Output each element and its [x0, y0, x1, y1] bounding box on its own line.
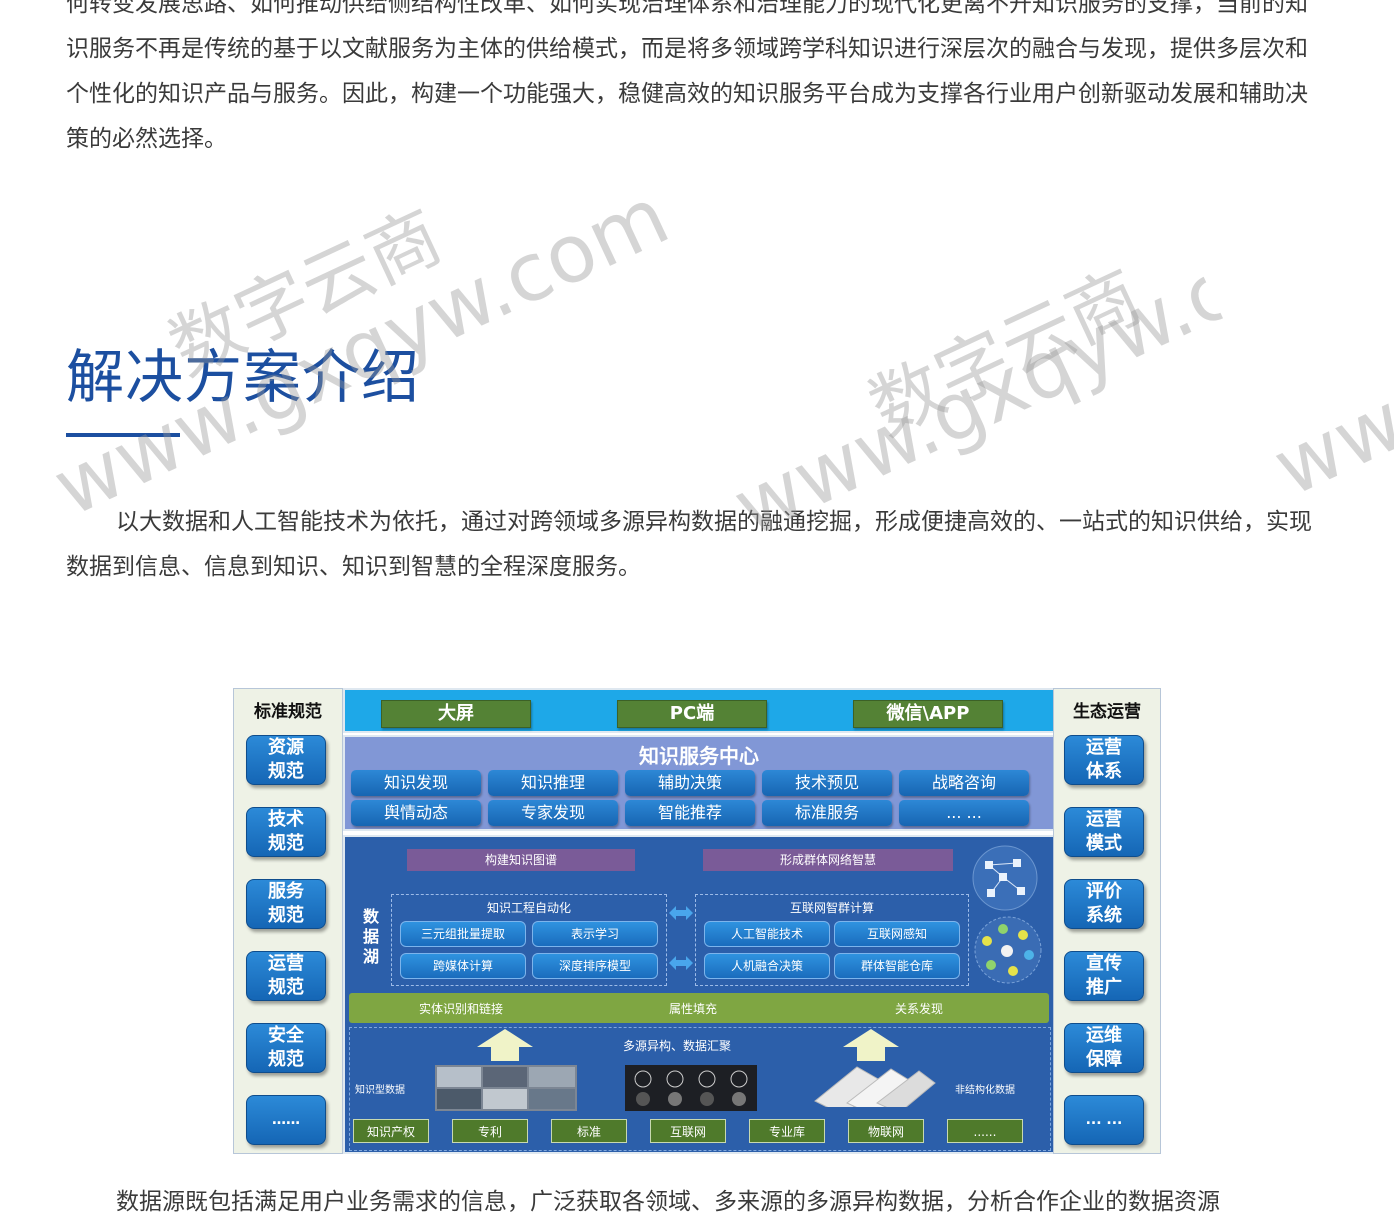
service-item: 技术预见	[762, 770, 892, 796]
source-tag: 专利	[452, 1119, 528, 1143]
channel-bar: 大屏 PC端 微信\APP	[343, 688, 1055, 733]
tech-item: 群体智能仓库	[834, 953, 960, 979]
cluster-network-icon	[974, 916, 1042, 984]
architecture-diagram: 标准规范 资源规范 技术规范 服务规范 运营规范 安全规范 …… 大屏 PC端 …	[233, 688, 1161, 1156]
swarm-intelligence-bar: 形成群体网络智慧	[703, 849, 953, 871]
knowledge-engineering-group: 知识工程自动化 三元组批量提取 表示学习 跨媒体计算 深度排序模型	[391, 894, 667, 986]
knowledge-service-center: 知识服务中心 知识发现 知识推理 辅助决策 技术预见 战略咨询 舆情动态 专家发…	[343, 735, 1055, 831]
internet-computing-group: 互联网智群计算 人工智能技术 互联网感知 人机融合决策 群体智能仓库	[695, 894, 969, 986]
ecosystem-item: ... ...	[1064, 1095, 1144, 1145]
ecosystem-item: 评价系统	[1064, 879, 1144, 929]
up-arrow-icon	[843, 1029, 899, 1061]
ecosystem-panel: 生态运营 运营体系 运营模式 评价系统 宣传推广 运维保障 ... ...	[1053, 688, 1161, 1154]
tech-item: 人工智能技术	[704, 921, 830, 947]
standards-item: 服务规范	[246, 879, 326, 929]
ecosystem-item: 运营体系	[1064, 735, 1144, 785]
service-item: 舆情动态	[351, 800, 481, 826]
tech-item: 跨媒体计算	[400, 953, 526, 979]
group-title: 知识工程自动化	[486, 901, 571, 915]
watermark-brand: 数字云商	[857, 253, 1154, 452]
documents-image	[814, 1066, 936, 1107]
data-type-label: 非结构化数据	[955, 1085, 1015, 1096]
service-item: 知识推理	[488, 770, 618, 796]
bidirectional-arrows-icon	[669, 906, 693, 970]
process-label: 属性填充	[669, 1002, 718, 1016]
standards-item: ……	[246, 1095, 326, 1145]
service-item: 辅助决策	[625, 770, 755, 796]
source-tag: 标准	[551, 1119, 627, 1143]
tech-item: 人机融合决策	[704, 953, 830, 979]
data-type-label: 知识型数据	[355, 1085, 405, 1096]
heading-underline	[66, 433, 180, 437]
standards-panel-title: 标准规范	[254, 702, 322, 722]
body-paragraph: 以大数据和人工智能技术为依托，通过对跨领域多源异构数据的融通挖掘，形成便捷高效的…	[66, 509, 1312, 580]
up-arrow-icon	[477, 1029, 533, 1061]
process-label: 实体识别和链接	[419, 1002, 504, 1016]
platform-core: 大屏 PC端 微信\APP 知识服务中心 知识发现 知识推理 辅助决策 技术预见…	[343, 688, 1055, 1156]
tech-item: 互联网感知	[834, 921, 960, 947]
data-lake-panel: 构建知识图谱 形成群体网络智慧 数据湖 知识工程自动化 三元组批量提取 表示学习	[343, 835, 1055, 1154]
source-tag: 物联网	[848, 1119, 924, 1143]
standards-item: 运营规范	[246, 951, 326, 1001]
tech-item: 表示学习	[532, 921, 658, 947]
service-item: 战略咨询	[899, 770, 1029, 796]
section-heading: 解决方案介绍	[66, 343, 421, 411]
source-tag: 互联网	[650, 1119, 726, 1143]
standards-item: 资源规范	[246, 735, 326, 785]
source-caption: 多源异构、数据汇聚	[623, 1039, 732, 1053]
channel-label: PC端	[617, 700, 767, 728]
ecosystem-panel-title: 生态运营	[1073, 702, 1141, 722]
processing-bar: 实体识别和链接 属性填充 关系发现	[349, 993, 1049, 1023]
tech-item: 深度排序模型	[532, 953, 658, 979]
service-item: 知识发现	[351, 770, 481, 796]
ecosystem-item: 宣传推广	[1064, 951, 1144, 1001]
standards-panel: 标准规范 资源规范 技术规范 服务规范 运营规范 安全规范 ……	[233, 688, 343, 1154]
service-item: 智能推荐	[625, 800, 755, 826]
seal-logos-image	[625, 1065, 757, 1111]
service-center-title: 知识服务中心	[639, 744, 759, 768]
bottom-paragraph: 数据源既包括满足用户业务需求的信息，广泛获取各领域、多来源的多源异构数据，分析合…	[116, 1189, 1220, 1215]
intro-paragraph: 何转变发展思路、如何推动供给侧结构性改革、如何实现治理体系和治理能力的现代化更离…	[66, 0, 1308, 152]
source-tag: 专业库	[749, 1119, 825, 1143]
service-item: ... ...	[899, 800, 1029, 826]
data-sources-area	[349, 1027, 1051, 1151]
data-lake-label: 数据湖	[363, 907, 380, 966]
tech-item: 三元组批量提取	[400, 921, 526, 947]
process-label: 关系发现	[895, 1002, 944, 1016]
knowledge-graph-bar: 构建知识图谱	[407, 849, 635, 871]
ecosystem-item: 运营模式	[1064, 807, 1144, 857]
service-item: 专家发现	[488, 800, 618, 826]
channel-label: 大屏	[381, 700, 531, 728]
service-item: 标准服务	[762, 800, 892, 826]
ecosystem-item: 运维保障	[1064, 1023, 1144, 1073]
source-tag: ......	[947, 1119, 1023, 1143]
standards-item: 技术规范	[246, 807, 326, 857]
knowledge-data-photos-image	[435, 1065, 577, 1111]
source-tag: 知识产权	[353, 1119, 429, 1143]
group-title: 互联网智群计算	[789, 901, 874, 915]
channel-label: 微信\APP	[853, 700, 1003, 728]
standards-item: 安全规范	[246, 1023, 326, 1073]
network-graph-icon	[972, 845, 1038, 911]
watermark-url: www.gxqyw.com	[1260, 373, 1394, 514]
